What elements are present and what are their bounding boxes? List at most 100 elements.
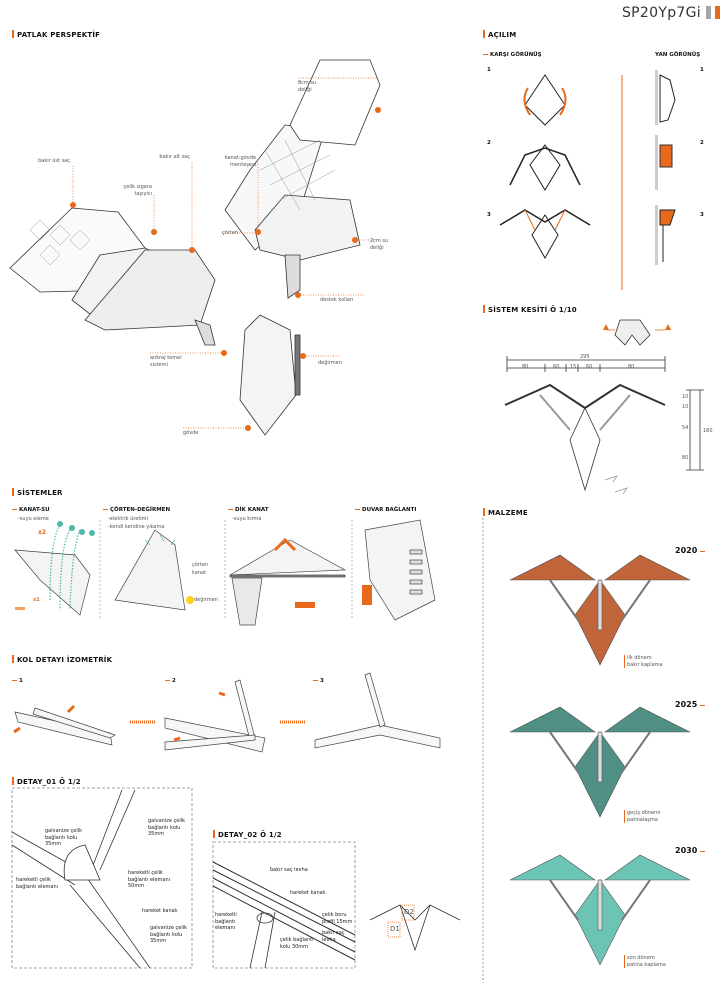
project-code-text: SP20Yp7Gi [622,5,701,21]
detay1-label: hareket kanalı [142,908,178,914]
label-mentese: kanat-gövde menteşesi [224,155,256,168]
detail-drawings [11,787,461,969]
label-ankraj: ankraj temel sistemi [150,355,182,368]
dim-part: 60 [586,364,593,370]
detail-marker-d2: D2 [404,908,414,916]
material-panel [509,706,596,733]
support-arm [621,731,651,773]
arm-detail-drawings [13,672,441,753]
mill-strip [597,579,603,631]
dim-total: 295 [580,354,590,360]
support-arm [549,731,579,773]
year-2020: 2020 [675,546,705,555]
material-panel [604,706,691,733]
dim-v: 80 [682,455,689,461]
dim-v-total: 160 [703,428,713,434]
label-degirmen: değirmen [194,597,218,603]
detay2-label: bakır saç levha [322,930,345,943]
label-kanat: kanat [192,570,207,576]
detay1-label: hareketli çelik bağlantı elemanı 50mm [128,870,171,889]
front-step-2: 2 [487,140,491,146]
project-code: SP20Yp7Gi [622,5,721,21]
system-corten-degirmen-title: ÇÖRTEN-DEĞİRMEN [103,507,170,513]
label-su-deligi-2: 2cm su deliği [370,238,389,251]
front-step-3: 3 [487,212,491,218]
exploded-perspective-drawing [9,59,381,436]
section-malzeme-title: MALZEME [483,508,528,517]
dim-part: 80 [522,364,529,370]
detay2-label: hareketli bağlantı elemanı [215,912,237,931]
detay2-label: çelik bağlantı kolu 30mm [280,937,314,950]
detay1-label: hareketli çelik bağlantı elemanı [16,877,59,890]
section-kol-title: KOL DETAYI İZOMETRİK [12,655,112,664]
detay1-label: galvanize çelik bağlantı kolu 35mm [150,925,187,944]
dim-v: 10 [682,394,689,400]
section-detay2-title: DETAY_02 Ö 1/2 [213,830,282,839]
front-step-1: 1 [487,67,491,73]
detay1-label: galvanize çelik bağlantı kolu 35mm [148,818,185,837]
caption-line: ilk dönem [627,655,652,661]
support-arm [621,879,651,921]
system-desc: -suyu eleme [18,516,49,522]
label-corten: çörten [222,230,239,236]
detay1-label: galvanize çelik bağlantı kolu 35mm [45,828,82,847]
support-arm [549,879,579,921]
year-2030: 2030 [675,846,705,855]
year-2025: 2025 [675,700,705,709]
caption-line: son dönem [627,955,655,961]
section-drawing [504,319,704,495]
detay2-label: bakır saç levha [270,867,308,873]
support-arm [549,579,579,621]
system-kanat-su-title: KANAT-SU [12,507,50,513]
material-panel [509,554,596,581]
detail-marker-d1: D1 [390,925,400,933]
caption-line: geçiş dönemi [627,810,661,816]
material-models [509,554,691,966]
dim-part: 80 [628,364,635,370]
side-view-label: YAN GÖRÜNÜŞ [655,52,701,58]
section-sistemler-title: SİSTEMLER [12,488,63,497]
label-corten: çörten [192,562,209,568]
label-govde: gövde [183,430,199,436]
section-kesit-title: SİSTEM KESİTİ Ö 1/10 [483,305,577,314]
system-duvar-baglanti-title: DUVAR BAĞLANTI [355,507,416,513]
kol-step-2: 2 [165,678,176,684]
front-view-label: KARŞI GÖRÜNÜŞ [483,52,542,58]
detay2-label: çelik boru profil 15mm [322,912,353,925]
multiplier-x1: x1 [33,597,40,603]
label-bakir-ust: bakır üst saç [38,158,70,164]
caption-line: bakır kaplama [627,661,663,668]
dim-v: 10 [682,404,689,410]
material-panel [509,854,596,881]
kol-step-3: 3 [313,678,324,684]
system-desc: -kendi kendine yıkama [108,524,165,530]
kol-step-1: 1 [12,678,23,684]
detay2-label: hareket kanalı [290,890,326,896]
system-dik-kanat-title: DİK KANAT [228,507,269,513]
label-bakir-alt: bakır alt saç [159,154,190,160]
leader-lines [72,77,378,429]
material-panel [604,554,691,581]
callout-dots [70,107,381,431]
section-acilim-title: AÇILIM [483,30,516,39]
section-detay1-title: DETAY_01 Ö 1/2 [12,777,81,786]
label-degirmen: değirmen [318,360,342,366]
side-step-3: 3 [700,212,704,218]
orange-bar [715,6,721,19]
mill-strip [597,731,603,783]
system-desc: -elektrik üretimi [108,516,148,522]
dim-part: 15 [570,364,577,370]
multiplier-x2: x2 [38,529,47,536]
acilim-drawings [499,70,676,290]
label-destek: destek kolları [320,297,354,303]
dim-part: 60 [553,364,560,370]
material-model-2025 [509,706,691,818]
caption-line: patinalaşma [627,816,658,823]
material-model-2020 [509,554,691,666]
material-panel [604,854,691,881]
side-step-2: 2 [700,140,704,146]
label-su-deligi-8: 8cm su deliği [298,80,317,93]
